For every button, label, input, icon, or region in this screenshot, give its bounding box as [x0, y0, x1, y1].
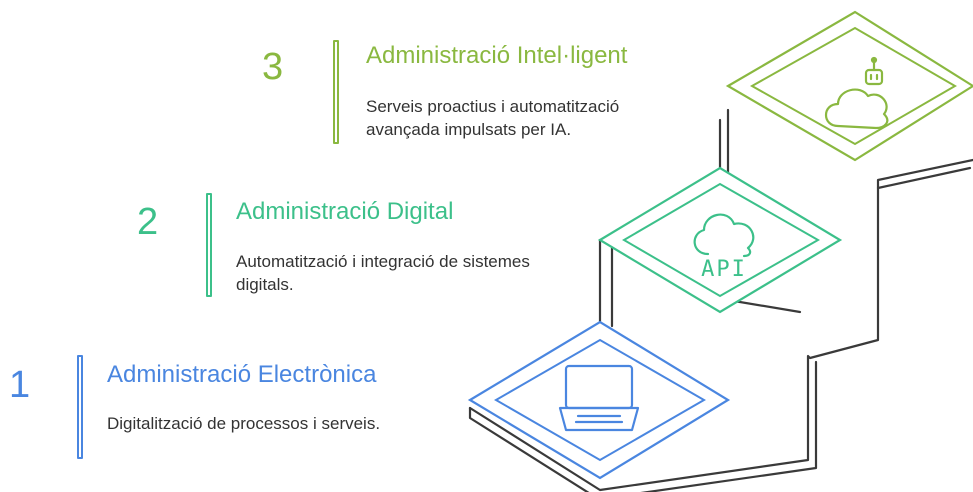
cloud-robot-icon — [824, 56, 889, 130]
step-3-bracket — [333, 40, 339, 144]
cloud-api-icon: API — [693, 213, 755, 282]
step-1-title: Administració Electrònica — [107, 361, 377, 388]
step-3-description: Serveis proactius i automatització avanç… — [366, 97, 620, 139]
step-1-bracket — [77, 355, 83, 459]
step-2-bracket — [206, 193, 212, 297]
step-3-title: Administració Intel·ligent — [366, 42, 628, 69]
step-2-platform — [597, 166, 843, 314]
api-label: API — [701, 257, 747, 282]
step-2-number: 2 — [137, 201, 159, 243]
step-2-title: Administració Digital — [236, 198, 454, 225]
step-2-description: Automatització i integració de sistemes … — [236, 252, 530, 294]
step-3-platform — [725, 10, 973, 162]
laptop-icon — [558, 364, 640, 432]
step-1-number: 1 — [9, 364, 31, 406]
step-1-platform — [467, 320, 731, 480]
step-3-number: 3 — [262, 46, 284, 88]
step-1-description: Digitalització de processos i serveis. — [107, 414, 381, 433]
